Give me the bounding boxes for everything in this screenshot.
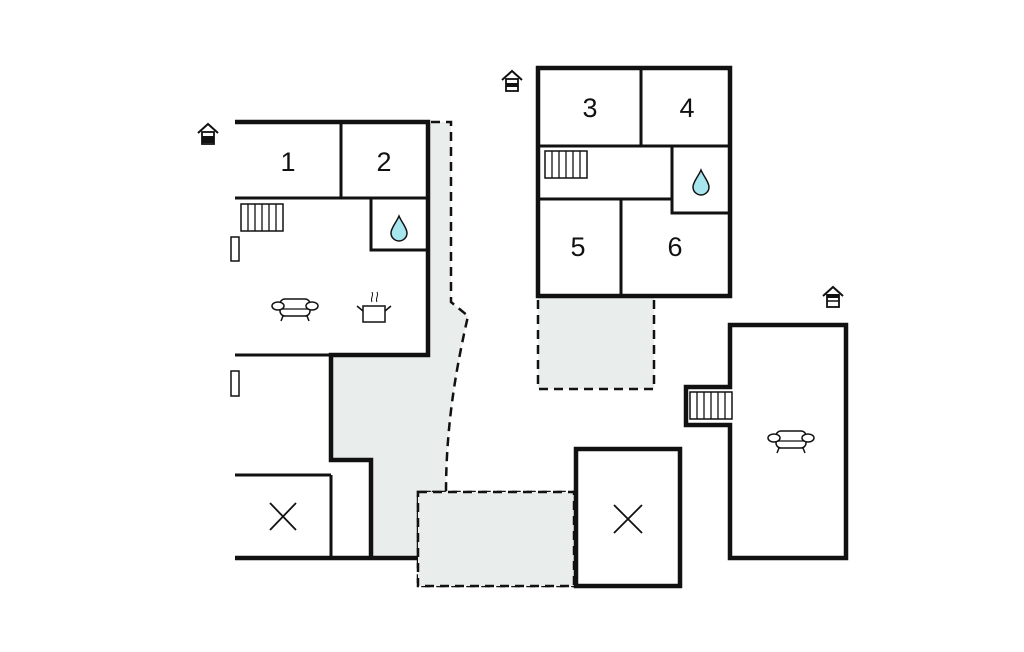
sofa-icon xyxy=(767,430,815,454)
cross-mark-icon xyxy=(613,504,643,534)
window xyxy=(230,370,240,397)
water-drop-icon xyxy=(692,169,710,196)
building-upper xyxy=(535,65,733,299)
terrace-path xyxy=(329,120,576,588)
building-bottom xyxy=(573,446,683,589)
water-drop-icon xyxy=(390,215,408,242)
stairs-icon xyxy=(689,391,733,420)
room-label-5: 5 xyxy=(570,232,585,262)
house-level-icon xyxy=(501,70,523,92)
cross-mark-icon xyxy=(269,502,297,531)
sofa-icon xyxy=(271,298,319,322)
room-label-3: 3 xyxy=(582,93,597,123)
building-left xyxy=(230,119,431,561)
terrace-bottom xyxy=(416,490,576,588)
room-label-1: 1 xyxy=(280,147,295,177)
room-label-6: 6 xyxy=(667,232,682,262)
cooking-pot-icon xyxy=(356,291,392,323)
stairs-icon xyxy=(240,203,284,232)
stairs-icon xyxy=(544,150,588,179)
room-label-4: 4 xyxy=(679,93,694,123)
room-label-2: 2 xyxy=(376,147,391,177)
window xyxy=(230,236,240,262)
terrace-upper xyxy=(536,294,656,391)
building-right xyxy=(683,322,849,561)
